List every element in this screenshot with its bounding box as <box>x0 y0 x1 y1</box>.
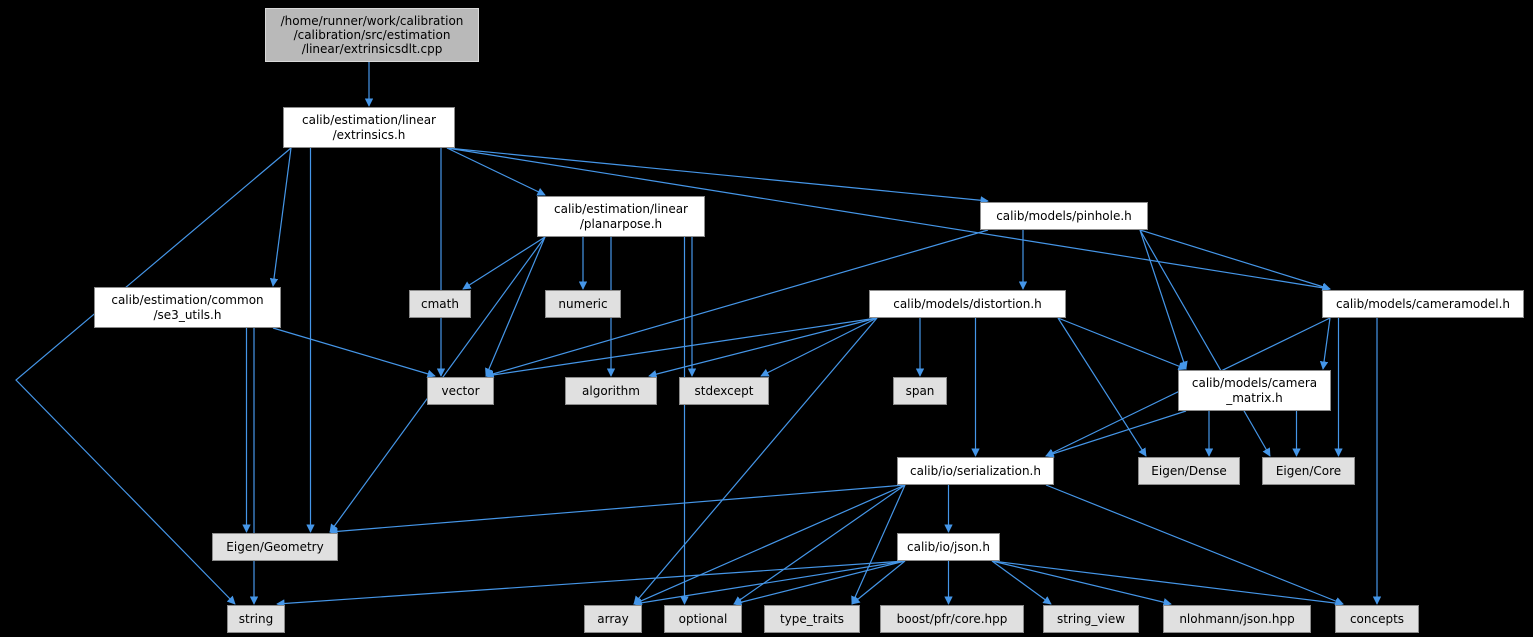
include-edge-json-h-to-array <box>633 560 906 607</box>
include-edge-distortion-h-to-array <box>633 317 878 605</box>
node-extrinsicsdlt-cpp: /home/runner/work/calibration /calibrati… <box>265 8 479 62</box>
node-nlohmann-json: nlohmann/json.hpp <box>1163 605 1311 633</box>
include-edge-extrinsics-h-to-string <box>15 147 292 605</box>
include-edge-pinhole-h-to-camera-matrix-h <box>1139 229 1188 370</box>
node-span: span <box>893 377 947 405</box>
include-edge-json-h-to-string-view <box>991 560 1052 605</box>
include-edge-planarpose-h-to-vector <box>485 236 546 377</box>
include-edge-serialization-h-to-optional <box>733 484 906 605</box>
node-pinhole-h[interactable]: calib/models/pinhole.h <box>980 202 1148 230</box>
node-boost-pfr: boost/pfr/core.hpp <box>880 605 1024 633</box>
include-edge-distortion-h-to-camera-matrix-h <box>1057 317 1187 371</box>
include-edge-extrinsics-h-to-pinhole-h <box>446 147 989 205</box>
node-camera-matrix-h[interactable]: calib/models/camera _matrix.h <box>1178 370 1331 411</box>
include-edge-distortion-h-to-vector <box>485 317 878 380</box>
include-edge-distortion-h-to-algorithm <box>648 317 878 379</box>
node-eigen-dense: Eigen/Dense <box>1138 457 1240 485</box>
include-edge-extrinsics-h-to-planarpose-h <box>446 147 546 196</box>
node-cmath: cmath <box>409 290 471 318</box>
include-edge-serialization-h-to-array <box>633 484 906 605</box>
node-extrinsics-h[interactable]: calib/estimation/linear /extrinsics.h <box>283 107 455 148</box>
include-edge-camera-matrix-h-to-serialization-h <box>1045 410 1187 458</box>
node-eigen-geometry: Eigen/Geometry <box>212 533 338 561</box>
include-edge-planarpose-h-to-cmath <box>462 236 546 290</box>
node-distortion-h[interactable]: calib/models/distortion.h <box>869 290 1066 318</box>
include-edge-serialization-h-to-type-traits <box>851 484 906 605</box>
include-edge-json-h-to-string <box>276 560 906 608</box>
include-edge-distortion-h-to-eigen-dense <box>1057 317 1147 457</box>
node-numeric: numeric <box>545 290 621 318</box>
include-edge-json-h-to-optional <box>733 560 906 607</box>
include-edge-extrinsics-h-to-se3-utils-h <box>269 147 292 287</box>
include-edge-json-h-to-type-traits <box>851 560 906 605</box>
include-edge-pinhole-h-to-vector <box>485 229 989 378</box>
node-se3-utils-h[interactable]: calib/estimation/common /se3_utils.h <box>94 287 281 328</box>
node-stdexcept: stdexcept <box>679 377 769 405</box>
node-algorithm: algorithm <box>565 377 657 405</box>
include-edge-serialization-h-to-concepts <box>1045 484 1344 606</box>
node-optional: optional <box>664 605 742 633</box>
node-serialization-h[interactable]: calib/io/serialization.h <box>897 457 1054 485</box>
include-edge-se3-utils-h-to-vector <box>272 327 436 378</box>
include-edge-serialization-h-to-eigen-geometry <box>329 484 906 536</box>
node-vector: vector <box>427 377 494 405</box>
include-edge-cameramodel-h-to-camera-matrix-h <box>1319 317 1331 370</box>
include-edge-distortion-h-to-stdexcept <box>760 317 878 377</box>
node-string: string <box>227 605 285 633</box>
include-edge-pinhole-h-to-cameramodel-h <box>1139 229 1331 291</box>
node-array: array <box>584 605 642 633</box>
include-edge-pinhole-h-to-eigen-core <box>1139 229 1271 457</box>
include-edge-json-h-to-nlohmann-json <box>991 560 1172 607</box>
node-eigen-core: Eigen/Core <box>1262 457 1355 485</box>
node-concepts: concepts <box>1335 605 1419 633</box>
include-edge-extrinsics-h-to-cameramodel-h <box>446 147 1331 292</box>
include-edge-json-h-to-concepts <box>991 560 1344 608</box>
node-string-view: string_view <box>1043 605 1139 633</box>
node-type-traits: type_traits <box>764 605 860 633</box>
node-json-h[interactable]: calib/io/json.h <box>897 533 1000 561</box>
node-cameramodel-h[interactable]: calib/models/cameramodel.h <box>1322 290 1524 318</box>
node-planarpose-h[interactable]: calib/estimation/linear /planarpose.h <box>537 196 705 237</box>
